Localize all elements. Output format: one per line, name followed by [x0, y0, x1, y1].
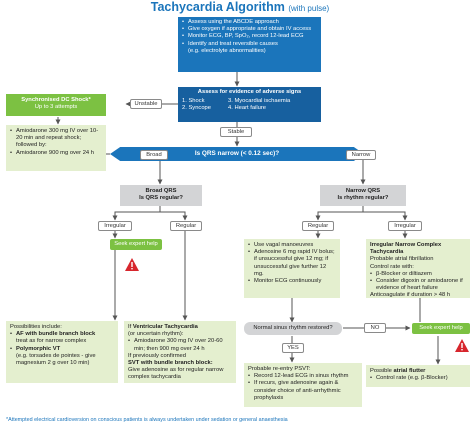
broad-qrs-box: Broad QRS Is QRS regular?: [120, 185, 202, 206]
label-regular-right: Regular: [302, 221, 334, 231]
label-unstable: Unstable: [130, 99, 162, 109]
vt-svt-detail: Give adenosine as for regular narrow com…: [128, 367, 224, 381]
dc-shock-box: Synchronised DC Shock* Up to 3 attempts: [6, 94, 106, 116]
adverse-signs-box: Assess for evidence of adverse signs 1. …: [178, 87, 321, 122]
assess-item: Identify and treat reversible causes: [182, 41, 317, 48]
amiodarone-item: Amiodarone 300 mg IV over 10-20 min and …: [10, 128, 102, 150]
flutter-item: Control rate (e.g. β-Blocker): [370, 375, 466, 382]
vt-previously: If previously confirmed: [128, 352, 186, 359]
possibility-af-detail: treat as for narrow complex: [16, 338, 87, 345]
vt-if: If: [128, 324, 133, 330]
label-irregular-right: Irregular: [388, 221, 422, 231]
possibility-af-title: AF with bundle branch block: [16, 331, 96, 338]
narrow-qrs-box: Narrow QRS Is rhythm regular?: [320, 185, 406, 206]
flutter-box: Possible atrial flutter Control rate (e.…: [366, 365, 470, 387]
assess-item: (e.g. electrolyte abnormalities): [188, 47, 266, 54]
vt-heading: If Ventricular Tachycardia: [128, 324, 232, 331]
adverse-sign: 2. Syncope: [182, 105, 212, 112]
psvt-title: Probable re-entry PSVT:: [248, 366, 311, 372]
label-irregular-left: Irregular: [98, 221, 132, 231]
irregular-narrow-line: Probable atrial fibrillation: [370, 256, 434, 263]
psvt-item: Record 12-lead ECG in sinus rhythm: [248, 373, 358, 380]
irregular-narrow-anticoag: Anticoagulate if duration > 48 h: [370, 292, 451, 299]
vt-amiodarone: Amiodarone 300 mg IV over 20-60 min; the…: [128, 338, 232, 352]
sinus-question-box: Normal sinus rhythm restored?: [244, 322, 342, 335]
page-title: Tachycardia Algorithm (with pulse): [120, 0, 360, 14]
label-stable: Stable: [220, 127, 252, 137]
dc-shock-title: Synchronised DC Shock*: [21, 97, 91, 103]
broad-qrs-line1: Broad QRS: [145, 188, 177, 194]
vt-title: Ventricular Tachycardia: [132, 324, 198, 330]
vagal-item: Use vagal manoeuvres: [248, 242, 336, 249]
qrs-question: Is QRS narrow (< 0.12 sec)?: [194, 150, 280, 157]
possibility-poly-detail: (e.g. torsades de pointes - give magnesi…: [16, 352, 96, 367]
expert-help-right: Seek expert help: [412, 323, 470, 334]
title-sub: (with pulse): [288, 4, 330, 13]
possibilities-intro: Possibilities include:: [10, 324, 62, 330]
vt-box: If Ventricular Tachycardia (or uncertain…: [124, 321, 236, 383]
vagal-item: Monitor ECG continuously: [248, 278, 336, 285]
dc-shock-subtitle: Up to 3 attempts: [34, 104, 78, 111]
irregular-narrow-item: Consider digoxin or amiodarone if eviden…: [370, 278, 466, 292]
label-broad: Broad: [140, 150, 168, 160]
narrow-qrs-line2: Is rhythm regular?: [337, 195, 389, 202]
irregular-narrow-box: Irregular Narrow Complex Tachycardia Pro…: [366, 239, 470, 298]
amiodarone-item: Amiodarone 900 mg over 24 h: [10, 150, 102, 157]
flutter-possible: Possible: [370, 368, 394, 374]
footnote: *Attempted electrical cardioversion on c…: [6, 417, 288, 423]
psvt-box: Probable re-entry PSVT: Record 12-lead E…: [244, 363, 362, 407]
irregular-narrow-item: β-Blocker or diltiazem: [370, 271, 466, 278]
adverse-title: Assess for evidence of adverse signs: [197, 89, 302, 95]
qrs-question-box: Is QRS narrow (< 0.12 sec)?: [110, 147, 364, 161]
assess-box: Assess using the ABCDE approach Give oxy…: [178, 17, 321, 72]
vagal-item: Adenosine 6 mg rapid IV bolus; if unsucc…: [248, 249, 336, 278]
label-no: NO: [364, 323, 386, 333]
label-regular-left: Regular: [170, 221, 202, 231]
possibilities-box: Possibilities include: AF with bundle br…: [6, 321, 118, 383]
flutter-heading: Possible atrial flutter: [370, 368, 466, 375]
broad-qrs-line2: Is QRS regular?: [139, 195, 183, 202]
sinus-question: Normal sinus rhythm restored?: [253, 325, 333, 331]
flutter-title: atrial flutter: [393, 368, 426, 374]
possibility-poly-title: Polymorphic VT: [16, 345, 61, 352]
possibility-poly: Polymorphic VT (e.g. torsades de pointes…: [10, 346, 114, 368]
label-narrow: Narrow: [346, 150, 376, 160]
irregular-narrow-line: Control rate with:: [370, 263, 414, 270]
expert-help-left: Seek expert help: [110, 239, 162, 250]
adverse-sign: 4. Heart failure: [228, 105, 267, 112]
adverse-sign: 3. Myocardial ischaemia: [228, 98, 291, 105]
possibility-af: AF with bundle branch block treat as for…: [10, 331, 114, 345]
narrow-qrs-line1: Narrow QRS: [345, 188, 381, 194]
expert-help-right-label: Seek expert help: [419, 325, 463, 331]
assess-item: Monitor ECG, BP, SpO₂, record 12-lead EC…: [182, 33, 317, 40]
amiodarone-box: Amiodarone 300 mg IV over 10-20 min and …: [6, 125, 106, 171]
label-yes: YES: [282, 343, 304, 353]
expert-help-left-label: Seek expert help: [114, 241, 158, 247]
vt-uncertain: (or uncertain rhythm):: [128, 331, 184, 338]
psvt-item: If recurs, give adenosine again & consid…: [248, 380, 358, 402]
irregular-narrow-title: Irregular Narrow Complex Tachycardia: [370, 242, 442, 256]
assess-item: Assess using the ABCDE approach: [182, 19, 317, 26]
adverse-sign: 1. Shock: [182, 98, 205, 105]
title-main: Tachycardia Algorithm: [150, 0, 285, 14]
assess-item: Give oxygen if appropriate and obtain IV…: [182, 26, 317, 33]
vagal-box: Use vagal manoeuvres Adenosine 6 mg rapi…: [244, 239, 340, 298]
vt-svt-title: SVT with bundle branch block:: [128, 360, 213, 367]
